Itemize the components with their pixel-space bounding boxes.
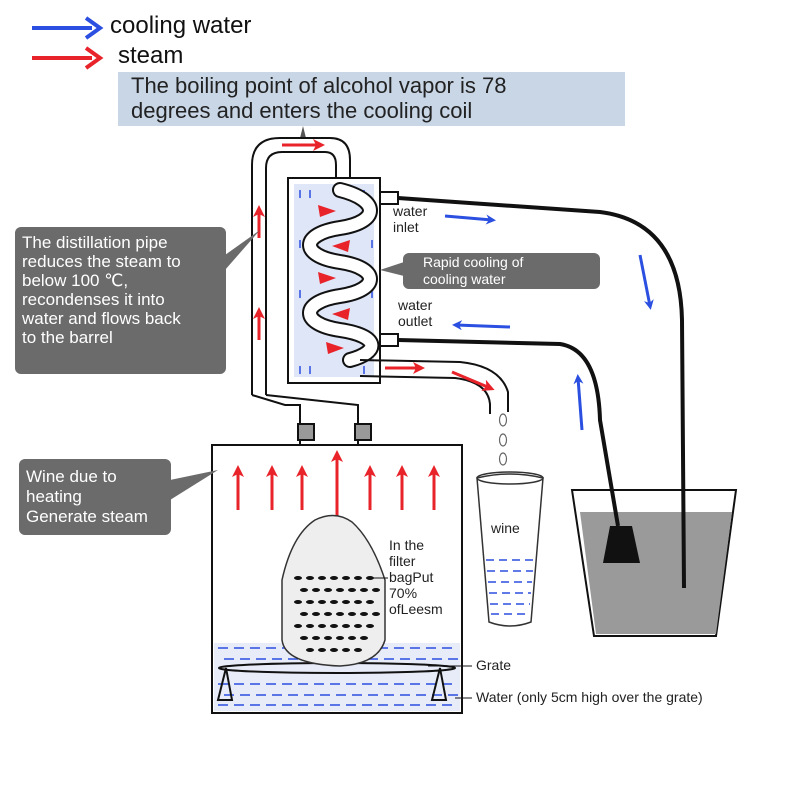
distillation-line: reduces the steam to bbox=[22, 252, 181, 271]
banner-line-2: degrees and enters the cooling coil bbox=[131, 98, 473, 123]
filter-bag bbox=[281, 514, 386, 667]
distillation-line: to the barrel bbox=[22, 328, 113, 347]
filter-bag-line: ofLeesm bbox=[389, 601, 443, 617]
water-inlet-label: water inlet bbox=[393, 203, 427, 235]
water-inlet-line: inlet bbox=[393, 219, 419, 235]
wine-glass bbox=[476, 471, 544, 627]
water-bucket bbox=[570, 489, 738, 637]
outlet-spout bbox=[359, 359, 509, 414]
filter-bag-line: In the bbox=[389, 537, 425, 553]
filter-bag-line: filter bbox=[389, 553, 416, 569]
banner-line-1: The boiling point of alcohol vapor is 78 bbox=[131, 73, 507, 98]
wine-heating-callout: Wine due to heating Generate steam bbox=[19, 459, 171, 535]
leader-lines bbox=[372, 577, 472, 699]
rapid-cooling-line: Rapid cooling of bbox=[423, 254, 524, 270]
condenser bbox=[287, 177, 399, 384]
legend-cooling-water-arrow bbox=[32, 16, 104, 40]
rapid-cooling-line: cooling water bbox=[423, 271, 506, 287]
water-level-label: Water (only 5cm high over the grate) bbox=[476, 689, 703, 705]
distillation-line: water and flows back bbox=[22, 309, 181, 328]
wine-callout-pointer bbox=[170, 470, 218, 500]
wine-drops bbox=[498, 413, 508, 466]
info-banner bbox=[118, 72, 625, 126]
wine-heating-line: Generate steam bbox=[26, 507, 148, 526]
filter-bag-line: 70% bbox=[389, 585, 418, 601]
barrel-steam-arrows bbox=[232, 450, 440, 518]
cooling-water-arrows bbox=[444, 214, 654, 431]
steam-arrow-outlet-2 bbox=[451, 370, 495, 391]
wine-label: wine bbox=[491, 520, 520, 536]
filter-bag-line: bagPut bbox=[389, 569, 434, 585]
distillation-line: recondenses it into bbox=[22, 290, 165, 309]
steam-pipe bbox=[251, 137, 351, 395]
rapid-cooling-callout: Rapid cooling of cooling water bbox=[403, 253, 600, 289]
water-outlet-line: water bbox=[398, 297, 433, 313]
water-outlet-line: outlet bbox=[398, 313, 433, 329]
wine-heating-line: Wine due to bbox=[26, 467, 117, 486]
barrel-neck bbox=[251, 394, 372, 445]
wine-heating-line: heating bbox=[26, 487, 82, 506]
info-banner-text: The boiling point of alcohol vapor is 78… bbox=[131, 73, 506, 123]
cooling-hoses bbox=[397, 196, 686, 589]
legend-steam-arrow bbox=[32, 46, 104, 70]
distillation-line: The distillation pipe bbox=[22, 233, 168, 252]
distillation-callout: The distillation pipe reduces the steam … bbox=[15, 227, 226, 374]
cooling-callout-pointer bbox=[380, 262, 404, 276]
water-outlet-label: water outlet bbox=[398, 297, 432, 329]
banner-pointer bbox=[300, 126, 306, 138]
legend-cooling-water-label: cooling water bbox=[110, 12, 252, 39]
grate-label: Grate bbox=[476, 657, 512, 673]
distillation-line: below 100 ℃, bbox=[22, 271, 129, 290]
distillation-callout-pointer bbox=[225, 230, 260, 270]
legend-steam-label: steam bbox=[118, 42, 184, 69]
filter-bag-label: In the filter bagPut 70% ofLeesm bbox=[389, 537, 443, 617]
water-inlet-line: water bbox=[393, 203, 428, 219]
